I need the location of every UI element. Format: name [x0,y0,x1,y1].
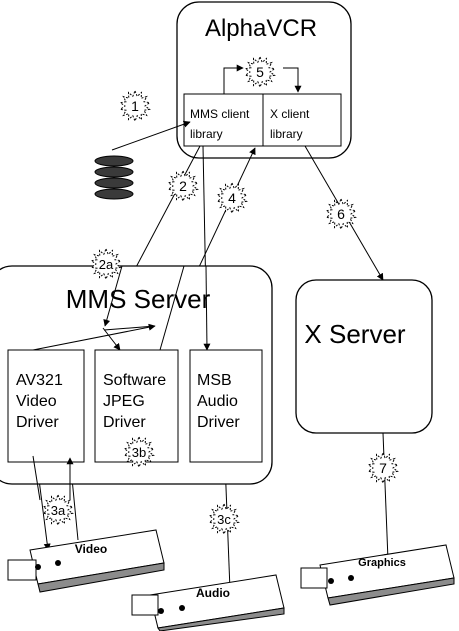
driver-msb-line3: Driver [197,414,240,431]
connector-icon [35,564,41,570]
driver-av321: AV321 Video Driver [7,349,85,463]
connector-icon [179,605,185,611]
arrow-step-7 [382,432,392,561]
connector-icon [55,560,61,566]
audio-card: Audio [131,574,285,631]
driver-av321-line2: Video [16,393,57,410]
step-marker-7: 7 [367,451,399,485]
step-marker-3b: 3b [123,435,155,469]
step-label: 3a [51,503,66,518]
database-icon [94,155,134,200]
driver-jpeg-line3: Driver [103,414,146,431]
mms-client-label-line2: library [190,127,223,141]
step-marker-1: 1 [119,89,151,123]
driver-msb-audio: MSB Audio Driver [189,349,263,463]
step-label: 7 [379,460,387,476]
graphics-card-label: Graphics [358,557,406,569]
connector-arrows-inside-mms [32,265,211,351]
step-label: 2a [99,257,114,272]
driver-av321-line1: AV321 [16,372,63,389]
x-client-label-line1: X client [270,107,310,121]
alphavcr-title: AlphaVCR [205,15,317,42]
step-label: 6 [337,206,345,222]
step-marker-2: 2 [167,169,199,203]
arrow-step-5 [223,64,302,94]
driver-jpeg-line2: JPEG [103,393,145,410]
step-marker-6: 6 [325,197,357,231]
x-server-box: X Server [295,279,433,434]
connector-icon [328,578,334,584]
mms-server-title: MMS Server [66,284,211,314]
arrow-step-3a-overlay [32,455,74,501]
x-client-label-line2: library [270,127,303,141]
video-card: Video [7,529,165,593]
step-marker-5: 5 [244,55,276,89]
connector-icon [348,575,354,581]
step-label: 3b [132,445,146,460]
step-marker-3a: 3a [42,493,74,527]
driver-msb-line1: MSB [197,372,232,389]
step-markers: 1 2 2a 3a 3b 3c 4 5 6 7 [42,55,399,536]
step-label: 2 [179,178,187,194]
step-marker-4: 4 [216,181,248,215]
step-marker-3c: 3c [208,502,240,536]
mms-client-label-line1: MMS client [190,107,250,121]
x-client-library-box [262,93,342,147]
x-server-title: X Server [304,319,405,349]
connector-icon [158,608,164,614]
step-marker-2a: 2a [90,247,122,281]
step-label: 3c [217,512,231,527]
driver-msb-line2: Audio [197,393,238,410]
driver-av321-line3: Driver [16,414,59,431]
step-label: 1 [131,98,139,114]
mms-client-library-box [183,93,264,147]
graphics-card: Graphics [300,544,455,606]
driver-jpeg-line1: Software [103,372,166,389]
step-label: 4 [228,190,236,206]
step-label: 5 [256,64,264,80]
audio-card-label: Audio [196,586,230,600]
video-card-label: Video [75,542,107,556]
arrow-step-1 [111,120,191,151]
